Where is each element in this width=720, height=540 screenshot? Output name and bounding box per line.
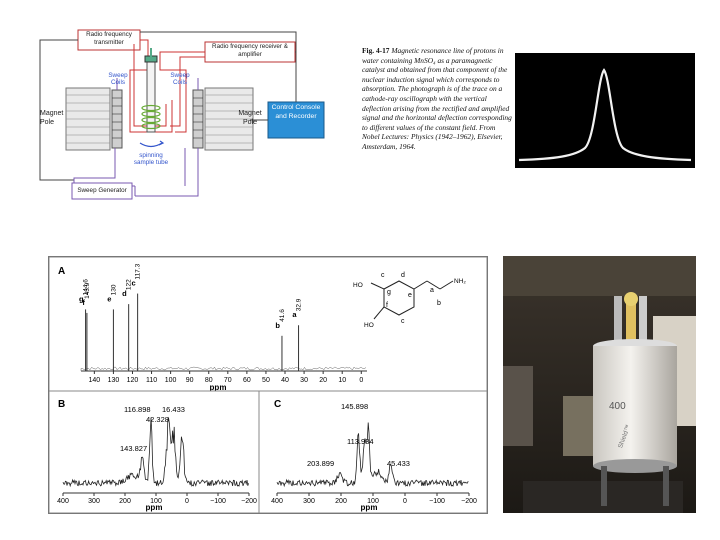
panel-a-tick-label-10: 40 [281,377,289,384]
panel-a-tick-label-12: 20 [319,377,327,384]
c-ticks-label-4: 0 [403,498,407,505]
c-ticks-label-2: 200 [335,498,347,505]
rf-transmitter-label: Radio frequency transmitter [86,31,132,46]
b-ticks-label-1: 300 [88,498,100,505]
magnet-pole-left-label: Magnet Pole [40,110,64,126]
photo-panel-number: 400 [609,401,626,412]
mol-e: e [408,292,412,299]
panel-a-peak-value-e: 130 [110,284,117,295]
panel-a-tick-label-6: 80 [205,377,213,384]
b-ticks-label-2: 200 [119,498,131,505]
figure-caption-text: Magnetic resonance line of protons in wa… [362,46,512,151]
panel-c-ann-3: 203.899 [307,459,334,468]
mol-nh2: NH₂ [454,278,466,285]
dopamine-structure [370,280,454,320]
mol-ho2: HO [364,322,374,329]
mol-a: a [430,287,434,294]
panel-a-peak-letter-c: c [131,279,135,288]
panel-a-peak-letter-e: e [107,294,111,303]
panel-a-tick-label-0: 140 [89,377,101,384]
panel-a-tick-label-9: 50 [262,377,270,384]
b-ticks-label-6: −200 [241,498,257,505]
panel-a-tick-label-8: 60 [243,377,251,384]
mol-g: g [387,289,391,296]
b-ticks-label-5: −100 [210,498,226,505]
mol-d: d [401,272,405,279]
panel-a-peak-letter-a: a [292,310,297,319]
sweep-coils-right-label: Sweep Coils [170,72,190,86]
panel-a-peak-letter-f: f [82,298,85,307]
panel-a-noise [80,366,367,371]
control-console-label: Control Console and Recorder [271,104,321,120]
figure-caption: Fig. 4-17 Magnetic resonance line of pro… [362,46,512,152]
panel-a-peak-value-f: 143.9 [84,282,91,299]
mol-c1: c [381,272,385,279]
panel-a-peak-value-a: 32.9 [296,298,303,311]
panel-a-peak-letter-b: b [275,321,280,330]
panel-c-label: C [274,399,281,410]
panel-a-tick-label-2: 120 [127,377,139,384]
rf-receiver-label: Radio frequency receiver & amplifier [212,43,288,58]
panel-a-tick-label-11: 30 [300,377,308,384]
panel-a-peak-letter-d: d [122,289,127,298]
b-ticks-label-4: 0 [185,498,189,505]
panel-a-tick-label-1: 130 [108,377,120,384]
figure-number: Fig. 4-17 [362,46,390,55]
magnet-pole-right-label: Magnet Pole [238,110,262,126]
panel-a-peak-value-c: 117.3 [135,263,142,279]
panel-a-peak-value-g: 144.6 [83,279,90,296]
panel-a-peak-value-d: 122 [126,279,133,290]
panel-b-ann-2: 16.433 [162,405,185,414]
panel-c-ann-2: 113.934 [347,437,374,446]
panel-b-ann-3: 42.328 [146,415,169,424]
panel-b-xlabel: ppm [146,503,163,512]
panel-b-label: B [58,399,65,410]
panel-a-peak-value-b: 41.6 [279,309,286,322]
panel-c-spectrum [276,422,469,488]
mol-ho1: HO [353,282,363,289]
b-ticks-label-0: 400 [57,498,69,505]
panel-b-ann-4: 143.827 [120,444,147,453]
panel-a-tick-label-13: 10 [338,377,346,384]
mol-b: b [437,300,441,307]
b-ticks-label-3: 100 [150,498,162,505]
spinning-tube-label: spinning sample tube [133,152,169,166]
c-ticks-label-5: −100 [429,498,445,505]
c-ticks-label-3: 100 [367,498,379,505]
panel-a-label: A [58,266,65,277]
c-ticks-label-6: −200 [461,498,477,505]
panel-a-tick-label-7: 70 [224,377,232,384]
nmr-schematic [39,29,325,200]
panel-a-xlabel: ppm [210,383,227,392]
oscilloscope-trace [515,53,695,168]
panel-b-spectrum [62,416,249,488]
c-ticks-label-1: 300 [303,498,315,505]
panel-c-xlabel: ppm [361,503,378,512]
c-ticks-label-0: 400 [271,498,283,505]
panel-a-peak-letter-g: g [79,294,84,303]
nmr-magnet-photo: 400 Shield™ [503,256,696,513]
panel-b-ann-1: 116.898 [124,405,151,414]
panel-c-ann-4: 45.433 [387,459,410,468]
panel-a-tick-label-14: 0 [359,377,363,384]
panel-a-tick-label-4: 100 [165,377,177,384]
panel-c-ann-1: 145.898 [341,402,368,411]
sweep-coils-left-label: Sweep Coils [108,72,128,86]
sweep-generator-label: Sweep Generator [77,187,127,194]
lorentzian-peak [518,68,692,162]
panel-a-tick-label-5: 90 [186,377,194,384]
mol-f: f [386,302,388,309]
mol-c2: c [401,318,405,325]
panel-a-tick-label-3: 110 [146,377,157,384]
